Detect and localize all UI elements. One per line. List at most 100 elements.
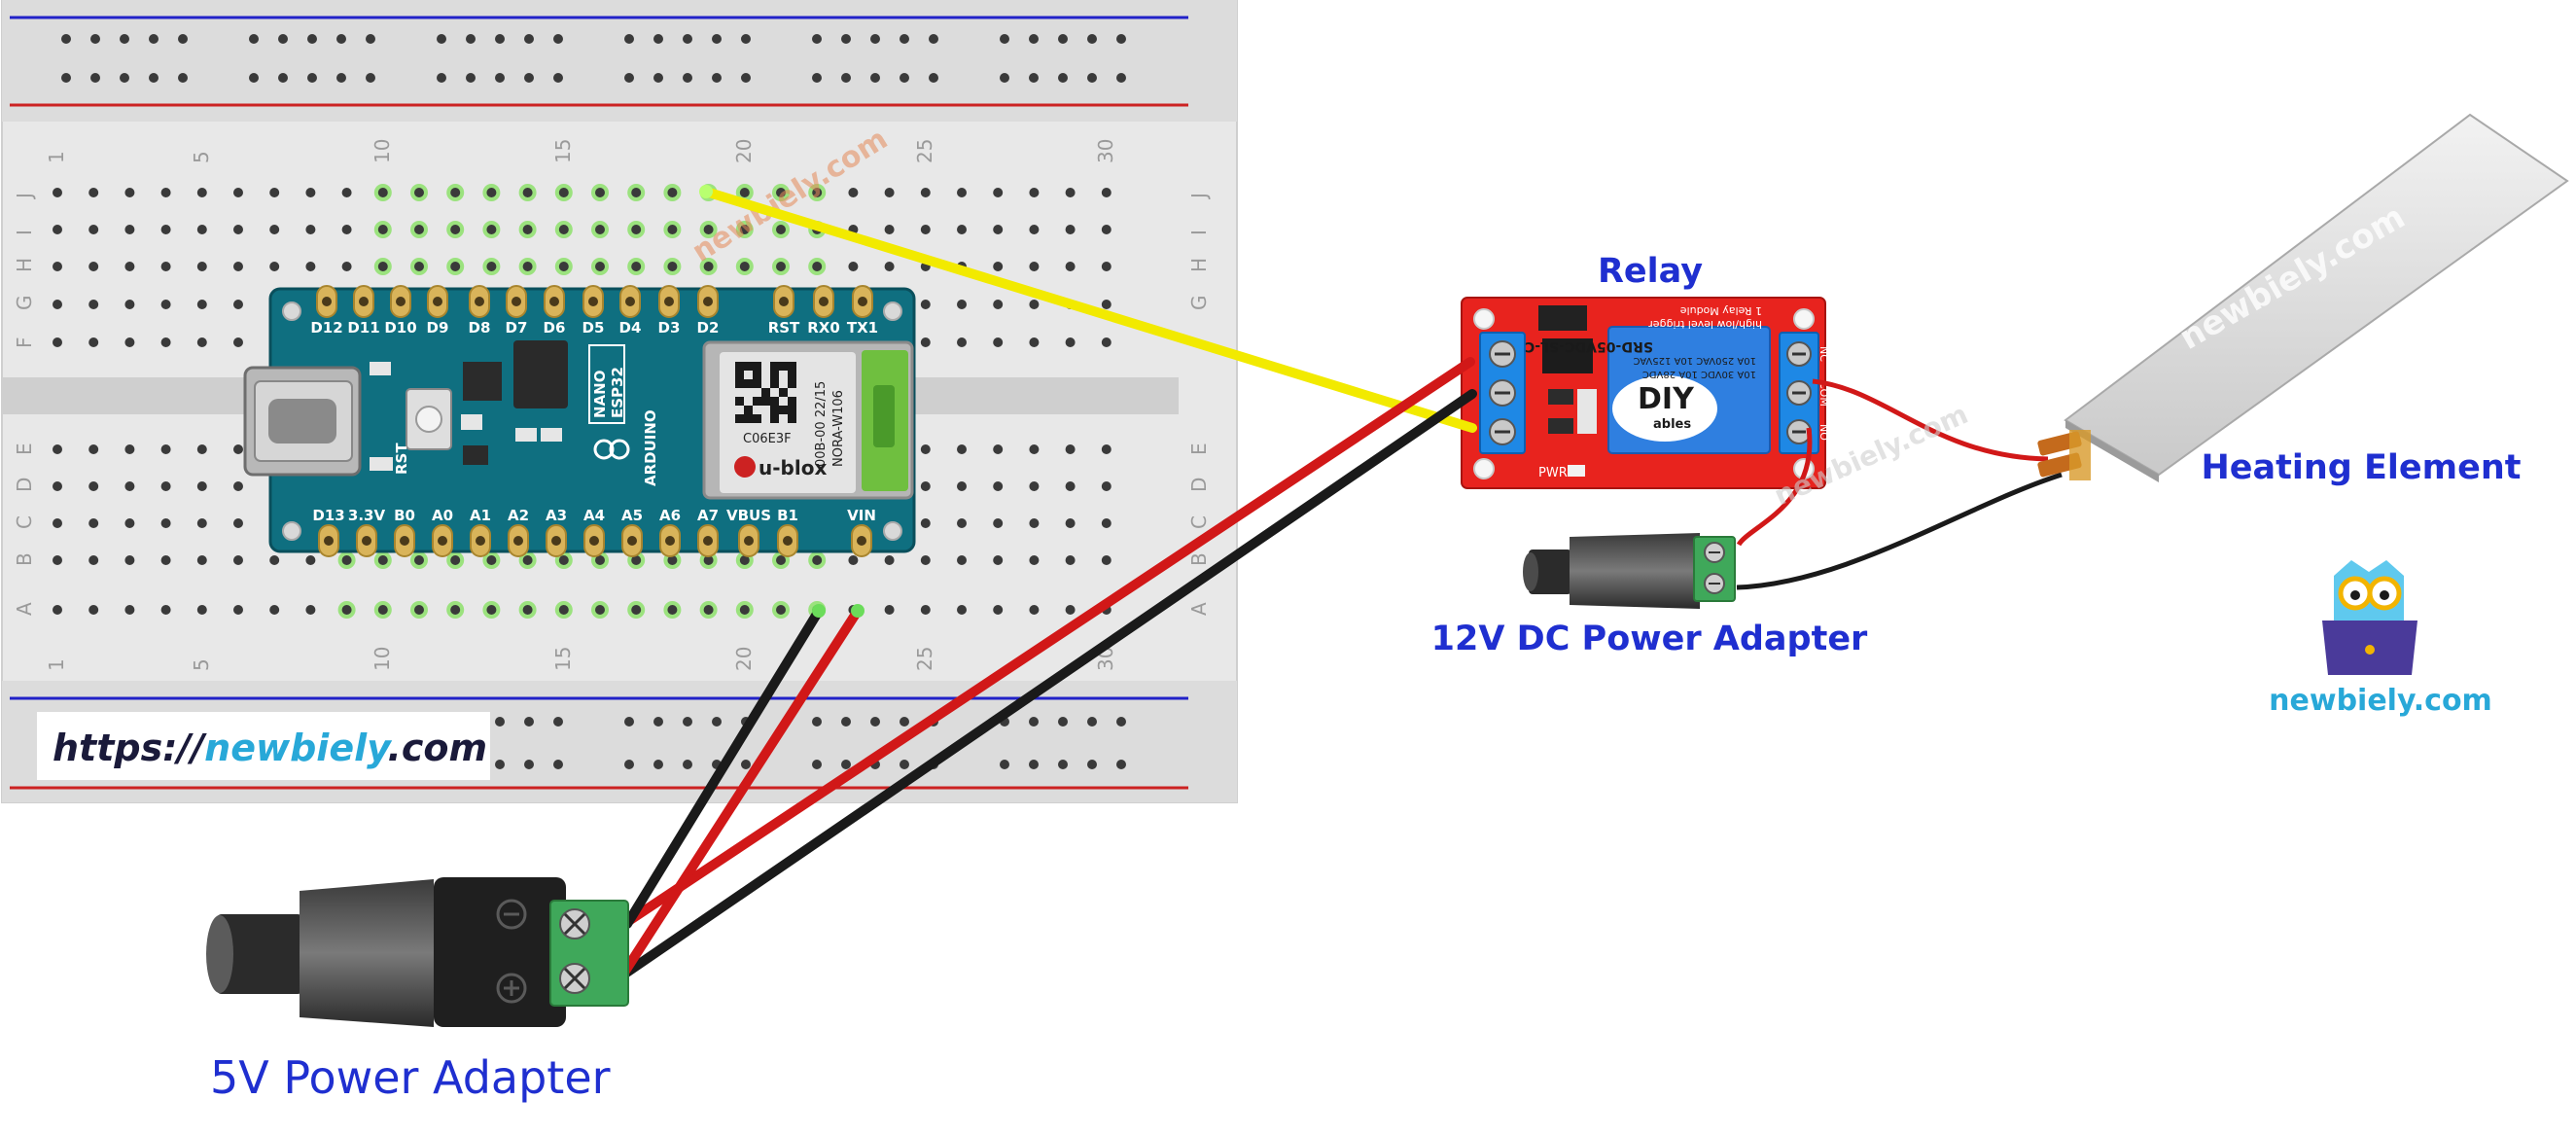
pin-d12: D12 xyxy=(310,319,342,337)
breadboard-hole xyxy=(667,262,678,271)
relay-smd xyxy=(1577,389,1597,434)
rail-hole xyxy=(812,760,822,769)
breadboard-hole xyxy=(957,518,967,528)
breadboard-hole xyxy=(1029,300,1040,309)
rail-hole xyxy=(1058,717,1068,727)
qr-code-icon xyxy=(735,362,796,423)
rail-hole xyxy=(1087,760,1097,769)
wire-relay-gnd-black xyxy=(618,389,1477,980)
breadboard-hole xyxy=(884,605,895,615)
column-number: 1 xyxy=(45,151,68,163)
relay-model-text: SRD-05VDC-SL-C xyxy=(1525,338,1653,354)
breadboard-hole xyxy=(305,555,316,565)
url-suffix: .com xyxy=(387,727,487,769)
row-letter: D xyxy=(13,478,36,492)
qr-cell xyxy=(788,371,796,379)
row-letter: G xyxy=(1187,296,1211,311)
breadboard-hole xyxy=(1101,337,1112,347)
ublox-logo-icon xyxy=(734,456,756,478)
relay-rating-2: 10A 30VDC 10A 28VDC xyxy=(1642,369,1756,379)
breadboard-hole xyxy=(53,262,62,271)
relay-mount-hole xyxy=(1473,458,1495,479)
mount-hole xyxy=(282,521,301,541)
breadboard-hole xyxy=(1101,300,1112,309)
rail-hole xyxy=(624,717,634,727)
rail-hole xyxy=(1087,34,1097,44)
breadboard-hole xyxy=(53,518,62,528)
breadboard-hole xyxy=(377,262,388,271)
breadboard-hole xyxy=(196,518,207,528)
breadboard-hole xyxy=(233,188,243,197)
rail-hole xyxy=(1029,760,1039,769)
nc-label: NC xyxy=(1817,346,1830,362)
rail-hole xyxy=(178,73,188,83)
breadboard-hole xyxy=(595,188,605,197)
breadboard-hole xyxy=(631,262,642,271)
rail-hole xyxy=(61,73,71,83)
board-top-pin-labels: D12 D11 D10 D9 D8 D7 D6 D5 D4 D3 D2 RST … xyxy=(310,319,878,337)
rail-hole xyxy=(1087,73,1097,83)
relay-rating-1: 10A 250VAC 10A 125VAC xyxy=(1633,355,1756,366)
rail-hole xyxy=(120,34,129,44)
breadboard-hole xyxy=(739,225,750,234)
breadboard-hole xyxy=(196,337,207,347)
breadboard-hole xyxy=(88,444,99,454)
pin-b0: B0 xyxy=(394,507,415,524)
owl-mascot-icon xyxy=(2322,560,2417,675)
pin-pad-hole xyxy=(324,536,334,546)
breadboard-hole xyxy=(160,337,171,347)
brand-label: newbiely.com xyxy=(2269,684,2492,718)
qr-cell xyxy=(788,362,796,371)
diyables-logo-bottom: ables xyxy=(1653,417,1691,432)
pin-pad-hole xyxy=(512,297,521,306)
pin-pad-hole xyxy=(588,297,598,306)
pin-pad-hole xyxy=(549,297,559,306)
pin-pad-hole xyxy=(703,536,713,546)
rail-hole xyxy=(741,73,751,83)
rail-hole xyxy=(553,73,563,83)
pin-a6: A6 xyxy=(659,507,681,524)
rail-hole xyxy=(741,760,751,769)
breadboard-hole xyxy=(667,555,678,565)
rail-hole xyxy=(366,34,375,44)
breadboard-hole xyxy=(1065,188,1076,197)
rail-hole xyxy=(307,73,317,83)
rail-hole xyxy=(249,34,259,44)
wire-board-gnd-black xyxy=(622,606,824,929)
breadboard-hole xyxy=(377,225,388,234)
pin-d7: D7 xyxy=(506,319,528,337)
breadboard-hole xyxy=(414,225,424,234)
breadboard-hole xyxy=(414,262,424,271)
breadboard-hole xyxy=(920,444,931,454)
pin-pad-hole xyxy=(433,297,442,306)
rail-hole xyxy=(336,34,346,44)
rail-hole xyxy=(1000,760,1009,769)
rail-hole xyxy=(712,717,722,727)
breadboard-hole xyxy=(993,188,1004,197)
rail-hole xyxy=(1000,34,1009,44)
pin-pad-hole xyxy=(665,536,675,546)
breadboard-hole xyxy=(631,605,642,615)
breadboard-hole xyxy=(1101,188,1112,197)
breadboard-hole xyxy=(88,225,99,234)
qr-cell xyxy=(761,397,770,406)
rail-hole xyxy=(90,34,100,44)
breadboard-hole xyxy=(1101,555,1112,565)
breadboard-hole xyxy=(703,225,714,234)
breadboard-hole xyxy=(305,225,316,234)
rail-hole xyxy=(149,73,159,83)
module-code: C06E3F xyxy=(743,432,792,446)
pin-d4: D4 xyxy=(619,319,642,337)
mount-hole xyxy=(282,301,301,321)
breadboard-hole xyxy=(341,225,352,234)
rail-hole xyxy=(1000,73,1009,83)
qr-cell xyxy=(770,414,779,423)
rail-hole xyxy=(1058,73,1068,83)
breadboard-hole xyxy=(739,555,750,565)
column-number: 15 xyxy=(551,647,575,671)
rail-hole xyxy=(524,717,534,727)
breadboard-hole xyxy=(269,605,280,615)
breadboard-hole xyxy=(522,555,533,565)
column-number: 20 xyxy=(732,139,756,163)
